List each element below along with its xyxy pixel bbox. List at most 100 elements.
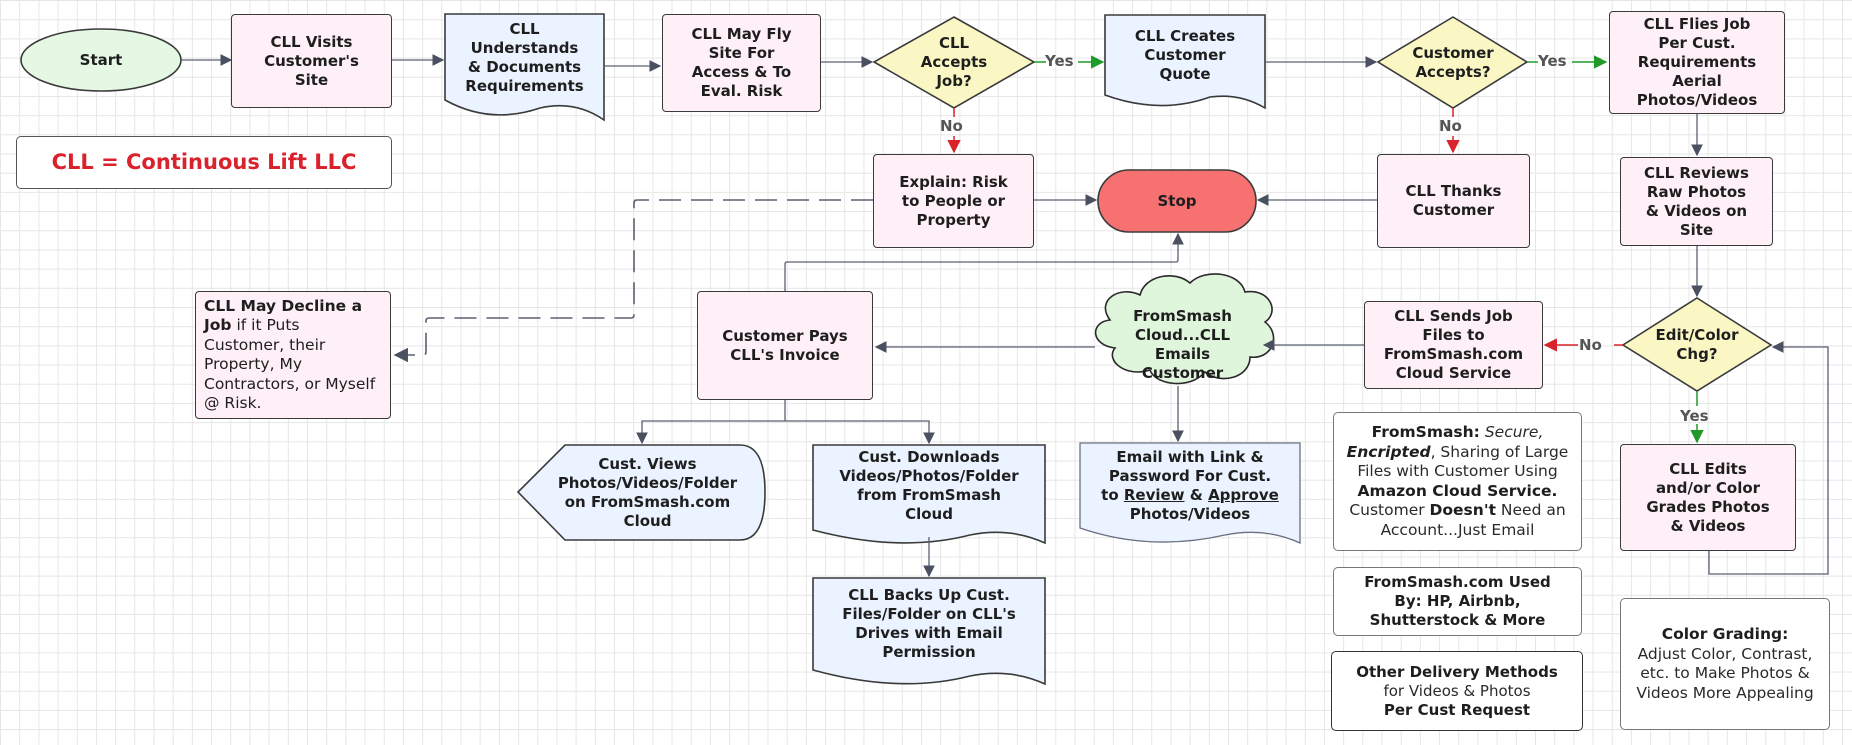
node-text: Files to	[1422, 326, 1485, 344]
stop-node[interactable]: Stop	[1098, 170, 1256, 232]
node-text: CLL Edits	[1669, 459, 1747, 478]
backup-document-shape[interactable]	[812, 577, 1046, 686]
node-text: Eval. Risk	[700, 82, 783, 100]
node-text: Cloud...CLL	[1134, 326, 1231, 344]
note-bold-text: Doesn't	[1429, 501, 1496, 519]
node-text: CLL	[509, 20, 540, 38]
note-text: FromSmash.com Used	[1364, 573, 1551, 591]
node-text: on FromSmash.com	[564, 493, 731, 511]
no-label: No	[940, 117, 963, 135]
note-text: , Sharing of Large Files with Customer U…	[1357, 442, 1569, 481]
decline-job-note: CLL May Decline a Job if it Puts Custome…	[195, 291, 391, 419]
note-text: By: HP, Airbnb,	[1394, 592, 1521, 610]
node-text: Photos/Videos/Folder	[557, 474, 738, 492]
node-text: Cust. Views	[598, 455, 697, 473]
node-text: Understands	[470, 39, 579, 57]
node-text: CLL's Invoice	[730, 345, 840, 364]
yes-label: Yes	[1680, 407, 1709, 425]
no-label: No	[1439, 117, 1462, 135]
start-text: Start	[79, 50, 123, 69]
node-text: CLL Backs Up Cust.	[848, 586, 1010, 604]
node-text: & Videos	[1670, 516, 1746, 535]
email-link-node[interactable]: Email with Link & Password For Cust. to …	[1080, 445, 1300, 527]
node-text: Requirements	[465, 77, 584, 95]
node-text: CLL Thanks	[1405, 182, 1502, 200]
node-text: to	[1101, 486, 1124, 504]
edge-edits-editchg-loop	[1708, 341, 1829, 575]
node-text: Edit/Color	[1655, 326, 1739, 344]
note-text: Need an Account...Just Email	[1380, 501, 1566, 539]
node-text: & Documents	[467, 58, 582, 76]
stop-text: Stop	[1157, 191, 1197, 210]
node-text: Grades Photos	[1646, 497, 1770, 516]
understand-document-shape[interactable]	[444, 13, 605, 122]
note-italic-text: Secure,	[1479, 423, 1544, 441]
legend-box: CLL = Continuous Lift LLC	[16, 136, 392, 189]
fromsmash-info-note: FromSmash: Secure, Encripted, Sharing of…	[1333, 412, 1582, 551]
node-text: Photos/Videos	[1129, 505, 1251, 523]
node-text: Site	[294, 70, 329, 89]
edge-explain-decline-dashed	[393, 199, 873, 363]
node-text: Requirements	[1637, 53, 1757, 71]
node-text: Emails	[1154, 345, 1211, 363]
note-bold-text: Per Cust Request	[1383, 700, 1531, 719]
node-text: CLL Flies Job	[1643, 15, 1751, 33]
node-text: Password For Cust.	[1108, 467, 1272, 485]
node-text: Customer	[1141, 364, 1224, 382]
email-document-shape[interactable]	[1079, 442, 1301, 545]
node-text: Drives with Email	[855, 624, 1003, 642]
node-text: Email with Link &	[1116, 448, 1264, 466]
node-text: FromSmash	[1133, 307, 1232, 325]
start-node[interactable]: Start	[21, 29, 181, 91]
node-text: Cloud	[623, 512, 672, 530]
yes-label: Yes	[1045, 52, 1074, 70]
node-text: Site	[1679, 220, 1714, 239]
node-text: Permission	[882, 643, 976, 661]
views-display-shape[interactable]	[516, 444, 766, 541]
stop-terminal-shape[interactable]	[1097, 169, 1257, 233]
node-text: from FromSmash	[857, 486, 1001, 504]
node-text: Photos/Videos	[1636, 91, 1758, 109]
approve-underlined-text: Approve	[1208, 486, 1279, 504]
edge-pays-stop	[784, 232, 1184, 291]
quote-document-shape[interactable]	[1104, 14, 1266, 110]
node-text: Explain: Risk	[899, 172, 1008, 191]
node-text: Property	[916, 210, 991, 229]
node-text: Cloud Service	[1395, 364, 1512, 382]
node-text: Cust. Downloads	[858, 448, 1000, 466]
node-text: &	[1184, 486, 1209, 504]
node-text: Site For	[708, 44, 775, 62]
downloads-document-shape[interactable]	[812, 444, 1046, 545]
node-text: & Videos on	[1645, 201, 1748, 220]
node-text: Customer	[1412, 43, 1494, 62]
node-text: Accepts?	[1415, 62, 1491, 81]
node-text: CLL	[938, 34, 970, 52]
yes-label: Yes	[1538, 52, 1567, 70]
node-text: Cloud	[905, 505, 953, 523]
note-text: Customer	[1349, 501, 1430, 519]
no-label: No	[1579, 336, 1602, 354]
node-text: Per Cust.	[1658, 34, 1736, 52]
node-text: Customer	[1412, 201, 1495, 219]
note-bold-text: Color Grading:	[1661, 625, 1789, 643]
